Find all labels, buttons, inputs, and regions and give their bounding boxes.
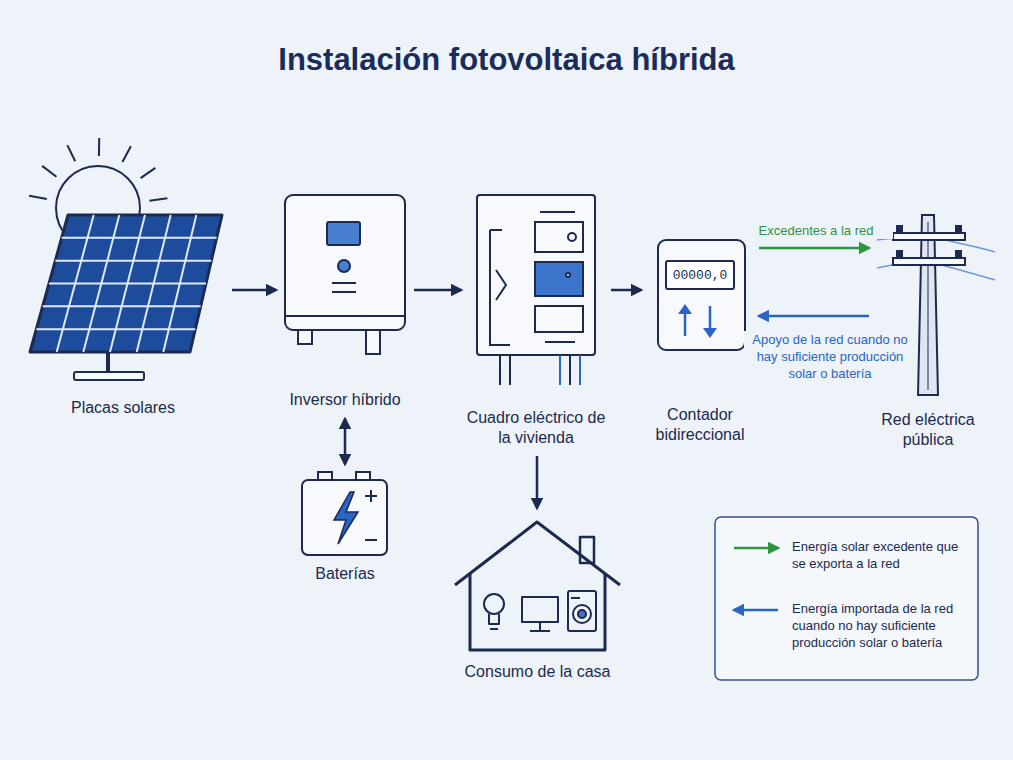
inverter-icon bbox=[285, 195, 405, 354]
legend-sample bbox=[732, 600, 784, 620]
legend-text: Energía importada de la red cuando no ha… bbox=[792, 600, 967, 651]
legend-arrow bbox=[734, 547, 778, 550]
component-label: Inversor híbrido bbox=[280, 390, 410, 410]
flow-arrow bbox=[536, 456, 539, 508]
legend-arrow bbox=[734, 609, 778, 612]
solar-panel-icon bbox=[30, 215, 222, 380]
flow-arrow bbox=[414, 289, 461, 292]
electrical-panel: Cuadro eléctrico de la vivienda bbox=[465, 190, 607, 452]
electrical-panel-icon bbox=[477, 195, 595, 385]
flow-arrow bbox=[344, 419, 347, 464]
flow-arrow bbox=[232, 289, 276, 292]
house-icon bbox=[455, 522, 620, 650]
legend-entry: Energía importada de la red cuando no ha… bbox=[732, 600, 972, 660]
flow-arrow bbox=[759, 315, 869, 318]
solar-panels: Placas solares bbox=[18, 130, 228, 425]
component-label: Consumo de la casa bbox=[445, 662, 630, 682]
diagram-title: Instalación fotovoltaica híbrida bbox=[0, 42, 1013, 78]
flow-arrow bbox=[611, 289, 641, 292]
component-label: Baterías bbox=[290, 564, 400, 584]
legend-text: Energía solar excedente que se exporta a… bbox=[792, 538, 967, 572]
legend-frame bbox=[715, 517, 978, 680]
bidirectional-meter: 00000,0Contador bidireccional bbox=[645, 235, 755, 449]
edge-label: Excedentes a la red bbox=[739, 222, 893, 239]
meter-icon bbox=[658, 240, 745, 350]
component-label: Contador bidireccional bbox=[645, 405, 755, 445]
house-consumption: Consumo de la casa bbox=[445, 512, 630, 687]
component-label: Placas solares bbox=[18, 398, 228, 418]
legend-sample bbox=[732, 538, 784, 558]
meter-reading: 00000,0 bbox=[667, 266, 733, 285]
component-label: Red eléctrica pública bbox=[873, 410, 983, 450]
flow-arrow bbox=[759, 247, 869, 250]
component-label: Cuadro eléctrico de la vivienda bbox=[465, 408, 607, 448]
legend-entry: Energía solar excedente que se exporta a… bbox=[732, 538, 972, 598]
hybrid-inverter: Inversor híbrido bbox=[280, 190, 410, 415]
batteries: Baterías bbox=[290, 468, 400, 588]
battery-icon bbox=[302, 472, 387, 555]
edge-label: Apoyo de la red cuando no hay suficiente… bbox=[744, 331, 916, 382]
public-grid: Red eléctrica pública bbox=[873, 205, 983, 454]
